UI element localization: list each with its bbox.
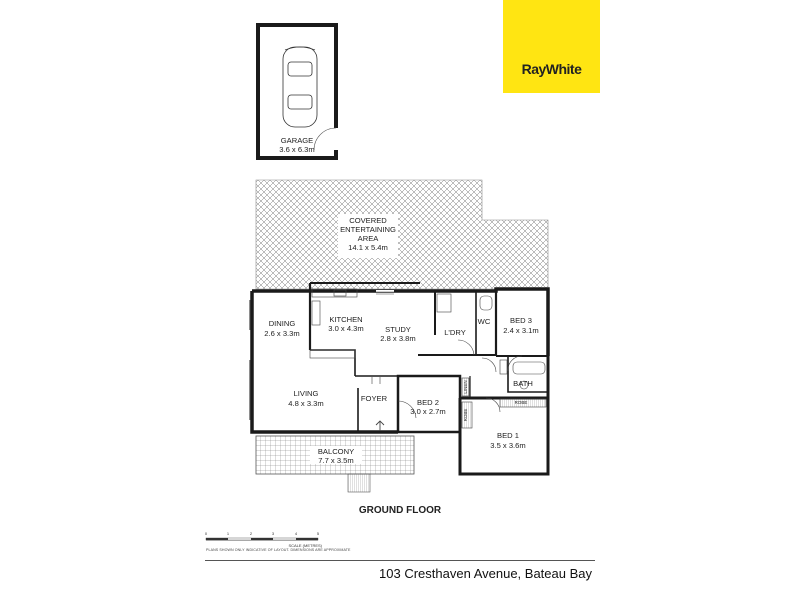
covered-entertaining-area: COVERED ENTERTAINING AREA 14.1 x 5.4m (255, 179, 549, 290)
brand-name: RayWhite (521, 61, 582, 77)
scale-tick-4: 4 (295, 531, 298, 536)
bed3-label: BED 3 (510, 316, 532, 325)
study-label: STUDY (385, 325, 411, 334)
scale-tick-1: 1 (227, 531, 230, 536)
linen-label: LINEN (463, 380, 468, 393)
study-dims: 2.8 x 3.8m (380, 334, 415, 343)
scale-tick-2: 2 (250, 531, 253, 536)
divider-line (205, 560, 595, 561)
ray-white-logo: RayWhite (503, 0, 600, 93)
foyer-label: FOYER (361, 394, 388, 403)
fixtures (249, 288, 547, 431)
scale-tick-5: 5 (317, 531, 320, 536)
garage-dims: 3.6 x 6.3m (279, 145, 314, 154)
garage: GARAGE 3.6 x 6.3m (256, 23, 339, 160)
dining-label: DINING (269, 319, 296, 328)
balcony-dims: 7.7 x 3.5m (318, 456, 353, 465)
scale-disclaimer: PLANS SHOWN ONLY INDICATIVE OF LAYOUT. D… (206, 548, 351, 552)
bed1-label: BED 1 (497, 431, 519, 440)
property-address: 103 Cresthaven Avenue, Bateau Bay (379, 566, 592, 581)
scale-tick-3: 3 (272, 531, 275, 536)
balcony: BALCONY 7.7 x 3.5m (255, 435, 415, 493)
dining-dims: 2.6 x 3.3m (264, 329, 299, 338)
bath-label: BATH (513, 379, 533, 388)
laundry-label: L'DRY (444, 328, 466, 337)
room-labels: DINING 2.6 x 3.3m KITCHEN 3.0 x 4.3m STU… (264, 315, 538, 450)
garage-label: GARAGE (281, 136, 314, 145)
scale-label: SCALE (METRES) (288, 543, 322, 548)
scale-tick-0: 0 (205, 531, 208, 536)
bed3-dims: 2.4 x 3.1m (503, 326, 538, 335)
bed1-dims: 3.5 x 3.6m (490, 441, 525, 450)
balcony-label: BALCONY (318, 447, 354, 456)
covered-label-3: AREA (358, 234, 380, 243)
kitchen-label: KITCHEN (329, 315, 362, 324)
bed2-dims: 3.0 x 2.7m (410, 407, 445, 416)
living-label: LIVING (294, 389, 319, 398)
kitchen-dims: 3.0 x 4.3m (328, 324, 363, 333)
covered-dims: 14.1 x 5.4m (348, 243, 388, 252)
robe-bed1-label: ROBE (515, 400, 528, 405)
covered-label-1: COVERED (349, 216, 387, 225)
robe-bed2-label: ROBE (463, 409, 468, 422)
bed2-label: BED 2 (417, 398, 439, 407)
covered-label-2: ENTERTAINING (340, 225, 396, 234)
scale-bar: 0 1 2 3 4 5 SCALE (METRES) (205, 531, 323, 548)
wc-label: WC (478, 317, 491, 326)
floor-title: GROUND FLOOR (358, 505, 442, 516)
living-dims: 4.8 x 3.3m (288, 399, 323, 408)
car-icon (282, 46, 318, 128)
